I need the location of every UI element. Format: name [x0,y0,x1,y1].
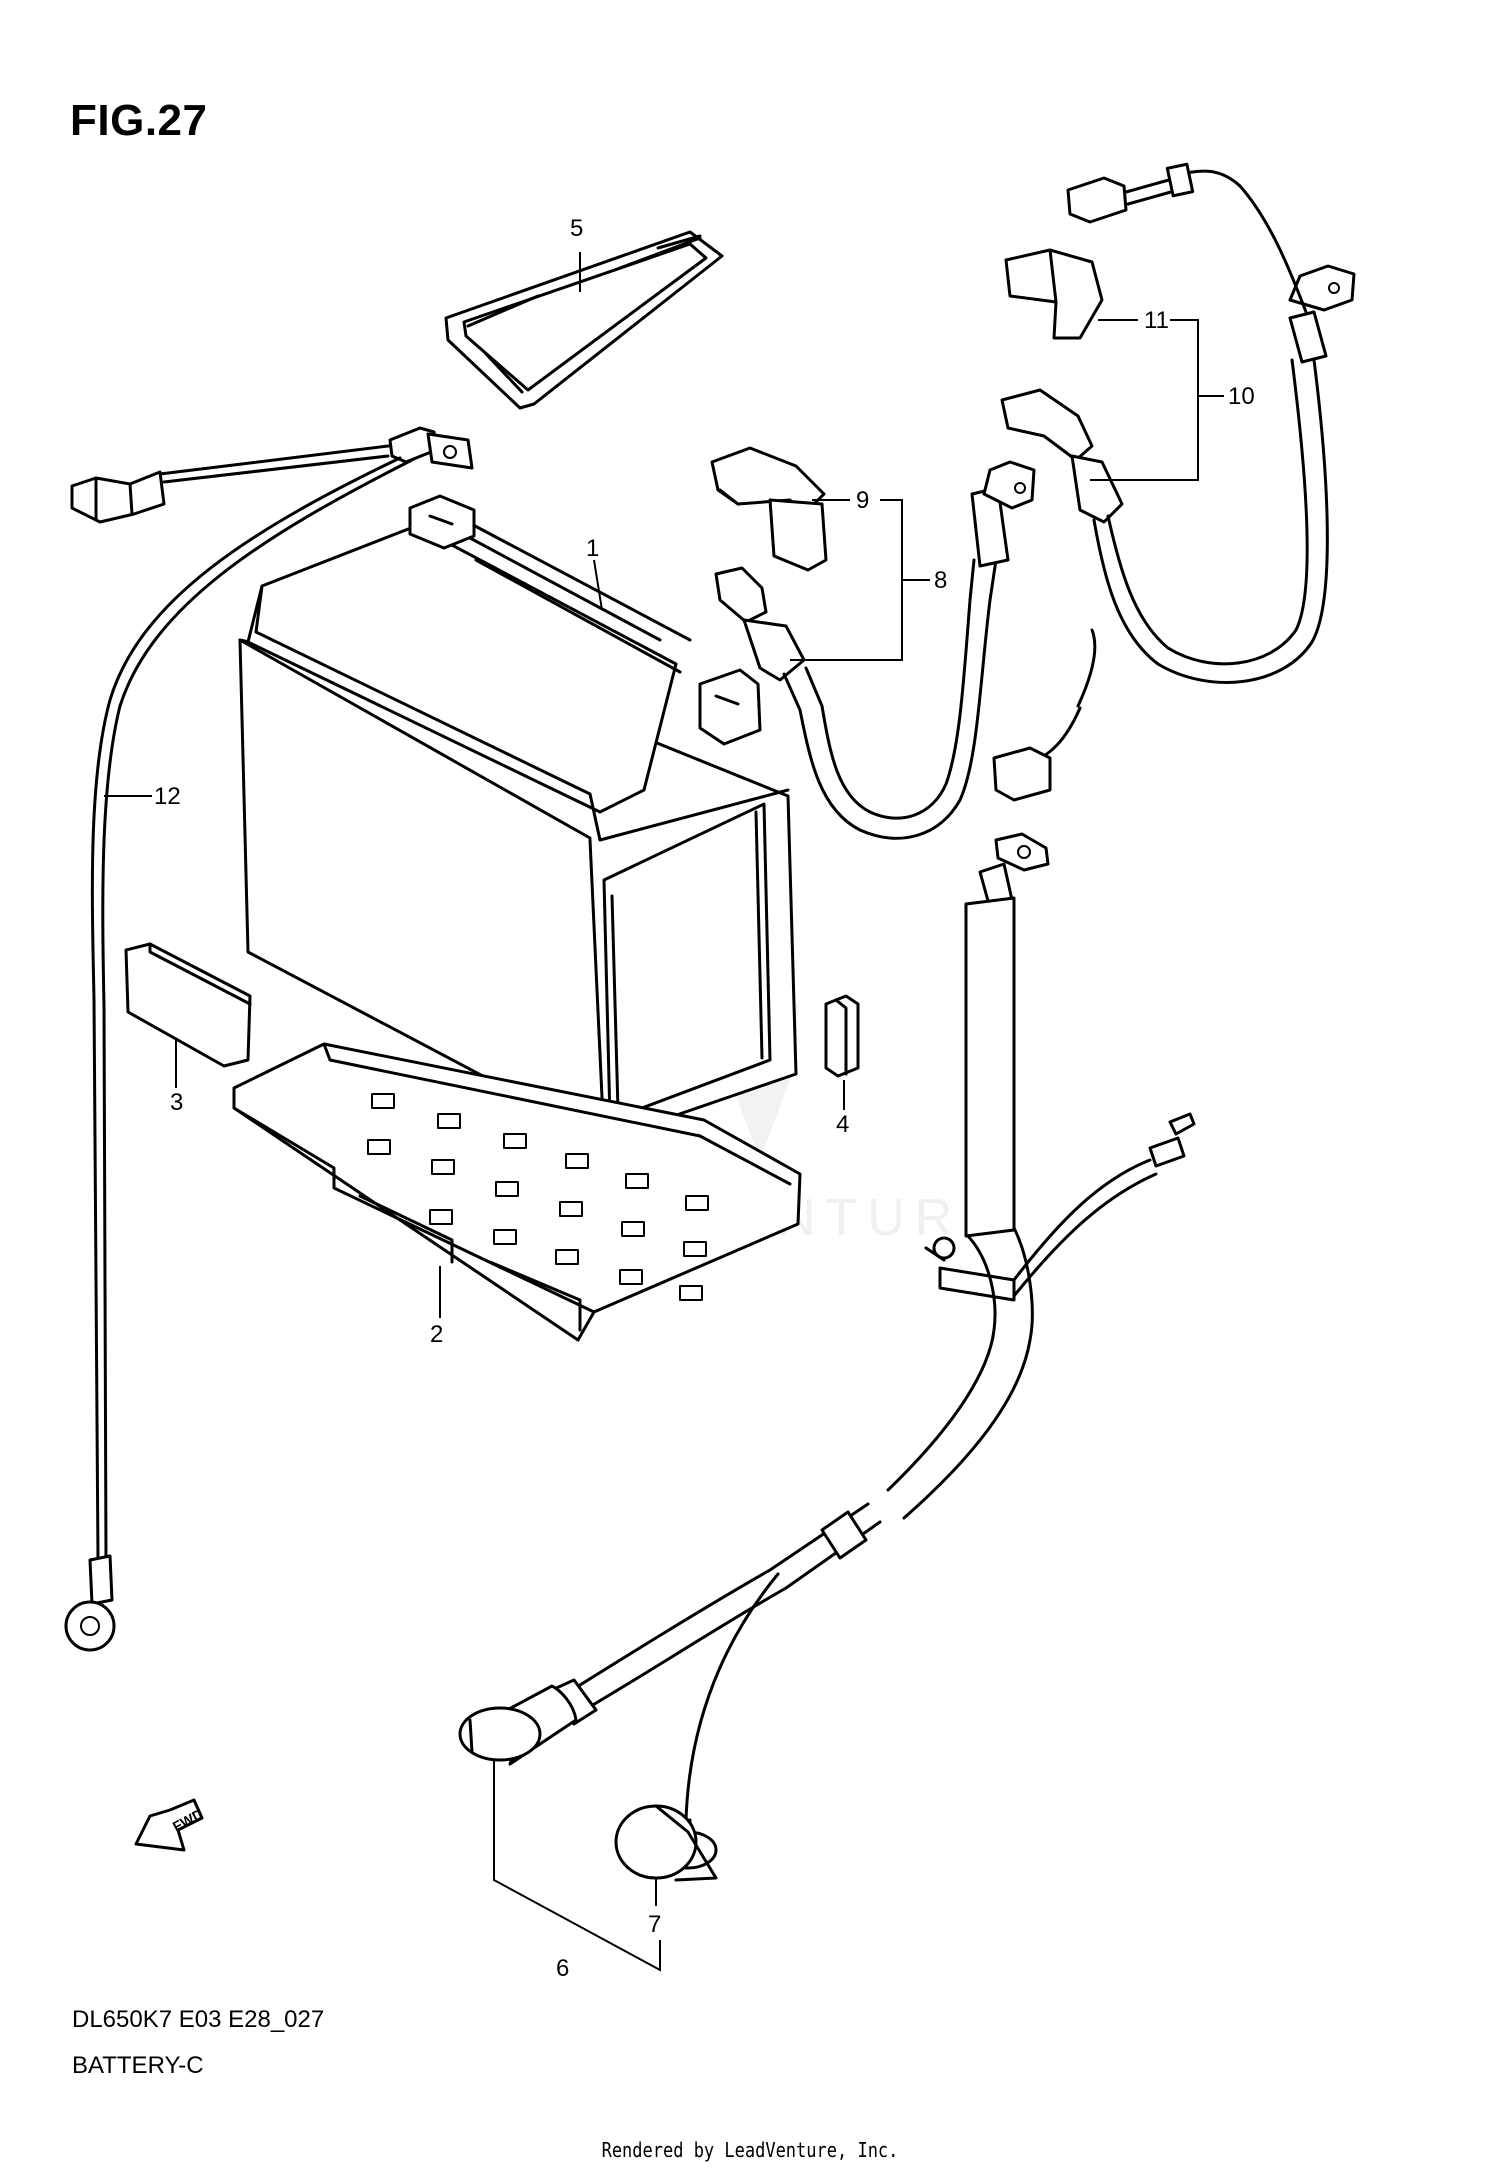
part-8-battery-cable-assy[interactable] [710,446,1036,840]
callout-2: 2 [430,1321,443,1348]
part-6-starter-motor-cable[interactable] [458,832,1196,1882]
diagram-code: DL650K7 E03 E28_027 [72,2006,325,2033]
callout-numbers: 5 1 12 3 4 2 9 8 11 10 7 6 [154,215,1255,1982]
callout-4: 4 [836,1111,849,1138]
callout-5: 5 [570,215,583,242]
figure-title: FIG.27 [70,96,208,145]
part-10-battery-cable-assy[interactable] [992,162,1356,802]
callout-9: 9 [856,487,869,514]
leader-lines [104,252,1224,1972]
callout-10: 10 [1228,383,1255,410]
callout-8: 8 [934,567,947,594]
part-4-spacer[interactable] [824,994,860,1078]
part-3-pad[interactable] [124,942,252,1068]
part-1-battery[interactable] [238,494,798,1142]
fwd-arrow-icon: FWD [134,1798,206,1852]
callout-11: 11 [1144,307,1169,334]
callout-3: 3 [170,1089,183,1116]
callout-1: 1 [586,535,599,562]
part-5-battery-band[interactable] [442,230,724,1320]
callout-7: 7 [648,1911,661,1938]
part-12-wire-harness[interactable] [64,426,474,1652]
part-2-battery-holder[interactable] [232,1042,802,1342]
callout-12: 12 [154,783,181,810]
diagram-name: BATTERY-C [72,2052,204,2079]
callout-6: 6 [556,1955,569,1982]
rendered-by-credit: Rendered by LeadVenture, Inc. [601,2138,899,2162]
